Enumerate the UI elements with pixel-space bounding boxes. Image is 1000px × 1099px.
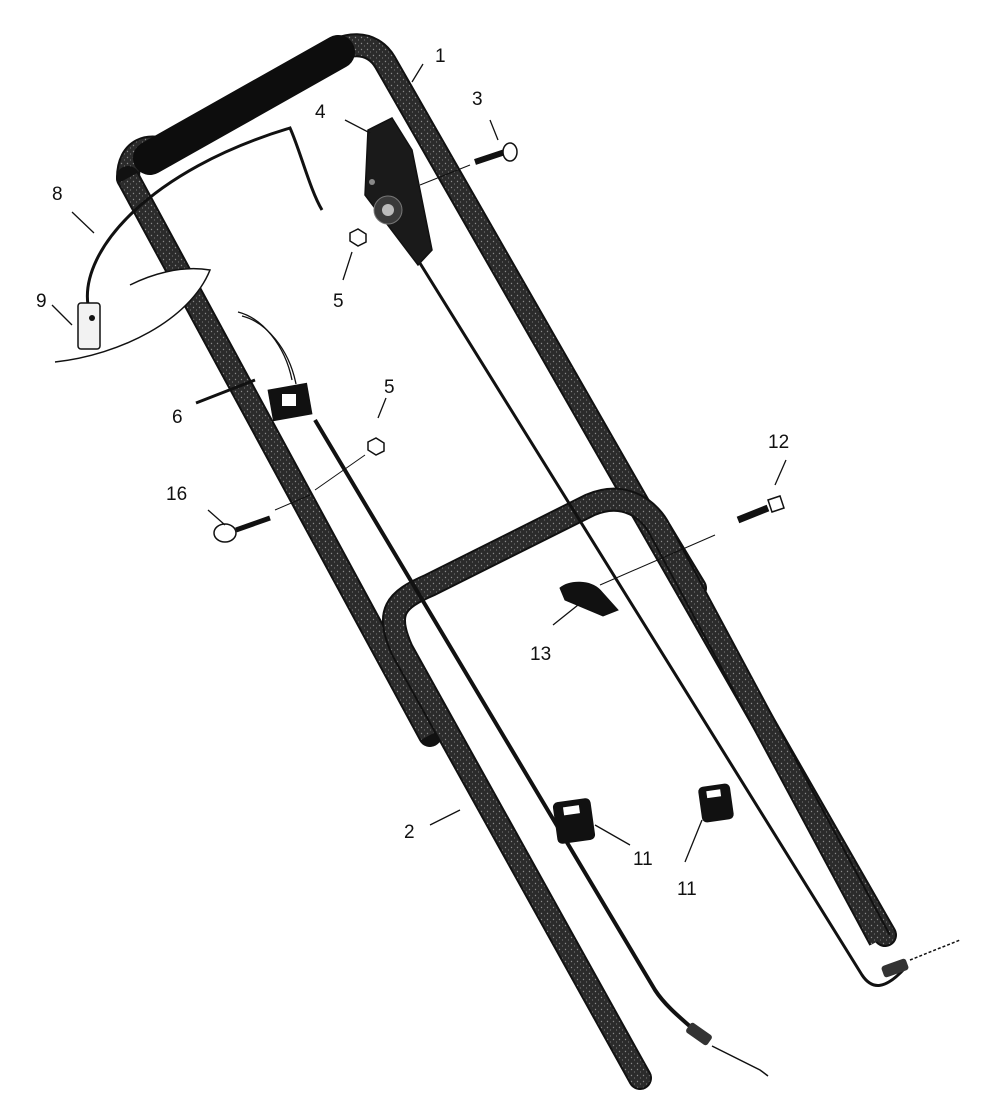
nut-upper [349, 228, 367, 247]
hex-bolt [599, 495, 785, 586]
cable-clip-right [698, 783, 734, 823]
lower-handle [381, 487, 891, 1090]
callout-16: 16 [166, 484, 187, 505]
rope-guide [54, 267, 212, 363]
starter-rope [85, 126, 324, 306]
nut-lower [367, 437, 385, 456]
callout-9: 9 [36, 291, 47, 312]
callout-13: 13 [530, 644, 551, 665]
callout-4: 4 [315, 102, 326, 123]
callout-5-upper: 5 [333, 291, 344, 312]
callout-11-right: 11 [677, 879, 697, 900]
cable-clip-left [552, 798, 596, 844]
knob [559, 581, 619, 617]
leader-lines [51, 63, 787, 863]
control-cables [313, 259, 961, 1077]
callout-1: 1 [435, 46, 446, 67]
callout-8: 8 [52, 184, 63, 205]
callout-5-lower: 5 [384, 377, 395, 398]
callout-6: 6 [172, 407, 183, 428]
handle-grip [133, 35, 355, 175]
nut-lower-centerline [314, 454, 366, 491]
callout-12: 12 [768, 432, 789, 453]
callout-2: 2 [404, 822, 415, 843]
drive-control-lever [364, 117, 433, 267]
callout-labels: 1 2 3 4 5 5 6 8 9 11 11 12 13 16 [36, 46, 789, 900]
carriage-bolt [419, 142, 518, 186]
cable-tie [195, 311, 313, 422]
eye-bolt [213, 494, 311, 543]
callout-11-left: 11 [633, 849, 653, 870]
callout-3: 3 [472, 89, 483, 110]
upper-handle [116, 33, 897, 947]
